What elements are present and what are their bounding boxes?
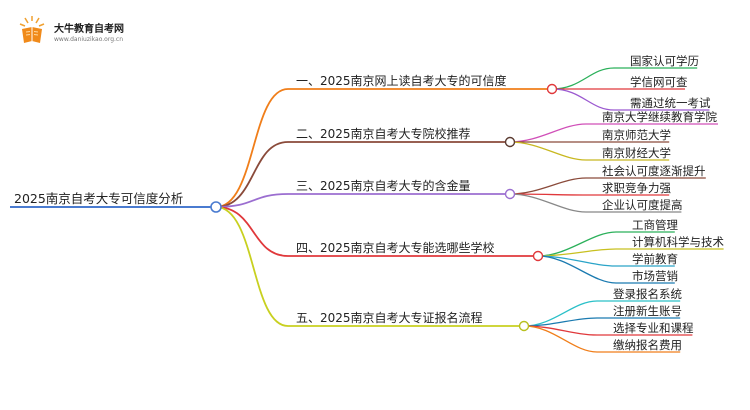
leaf-label: 南京财经大学	[602, 146, 671, 160]
site-logo: 大牛教育自考网 www.daniuzikao.org.cn	[16, 14, 146, 48]
leaf-connector	[537, 255, 617, 284]
branch-node	[518, 320, 530, 332]
leaf-label: 注册新生账号	[613, 304, 682, 318]
branch-connector	[215, 193, 289, 208]
branch-connector	[215, 206, 289, 327]
leaf-label: 求职竞争力强	[602, 181, 671, 195]
leaf-label: 社会认可度逐渐提升	[602, 164, 706, 178]
root-label: 2025南京自考大专可信度分析	[14, 191, 183, 206]
branch-label: 三、2025南京自考大专的含金量	[296, 178, 471, 193]
branch-node	[546, 83, 558, 95]
logo-url: www.daniuzikao.org.cn	[54, 36, 124, 43]
branch-node	[532, 250, 544, 262]
branch-label: 一、2025南京网上读自考大专的可信度	[296, 73, 507, 88]
root-node	[210, 201, 222, 213]
branch-label: 五、2025南京自考大专证报名流程	[296, 310, 483, 325]
leaf-label: 国家认可学历	[630, 54, 699, 68]
book-logo-icon	[19, 16, 45, 43]
leaf-connector	[509, 123, 587, 143]
branch-node	[504, 136, 516, 148]
leaf-connector	[551, 67, 615, 90]
leaf-label: 市场营销	[632, 269, 678, 283]
leaf-connector	[509, 141, 587, 161]
branch-node	[504, 188, 516, 200]
leaf-label: 选择专业和课程	[613, 321, 694, 335]
leaf-label: 需通过统一考试	[630, 96, 711, 110]
leaf-label: 缴纳报名费用	[613, 338, 682, 352]
leaf-label: 南京大学继续教育学院	[602, 110, 717, 124]
leaf-label: 登录报名系统	[613, 287, 682, 301]
leaf-label: 工商管理	[632, 218, 678, 232]
leaf-connector	[523, 325, 598, 353]
branch-label: 四、2025南京自考大专能选哪些学校	[296, 240, 495, 255]
leaf-label: 学信网可查	[630, 75, 688, 89]
leaf-connector	[509, 193, 587, 213]
branch-connector	[215, 88, 289, 208]
branch-connector	[215, 141, 289, 208]
logo-name: 大牛教育自考网	[54, 24, 124, 35]
leaf-label: 南京师范大学	[602, 128, 671, 142]
leaf-connector	[551, 88, 615, 111]
leaf-label: 学前教育	[632, 252, 678, 266]
branch-label: 二、2025南京自考大专院校推荐	[296, 126, 471, 141]
branch-connector	[215, 206, 289, 257]
leaf-connector	[509, 177, 587, 195]
leaf-connector	[537, 248, 617, 257]
leaf-label: 企业认可度提高	[602, 198, 683, 212]
leaf-label: 计算机科学与技术	[632, 235, 724, 249]
